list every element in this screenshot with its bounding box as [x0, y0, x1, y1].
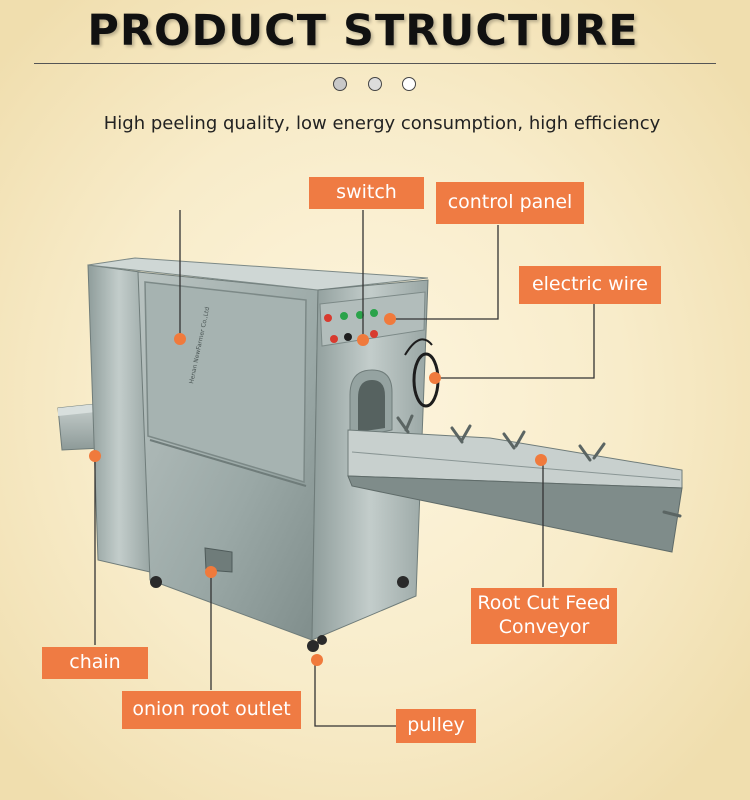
- title-divider: [34, 63, 716, 64]
- caster-wheels: [150, 576, 409, 652]
- callout-markers: [89, 313, 547, 666]
- label-onion-root-outlet: onion root outlet: [122, 691, 301, 729]
- label-switch: switch: [309, 177, 424, 209]
- machine-top: [87, 257, 429, 291]
- callout-leader-lines: [94, 210, 595, 727]
- page-subtitle: High peeling quality, low energy consump…: [103, 113, 661, 134]
- page-title: PRODUCT STRUCTURE: [87, 6, 639, 56]
- label-chain: chain: [42, 647, 148, 679]
- carousel-dot-1[interactable]: [333, 77, 347, 91]
- label-control-panel: control panel: [436, 182, 584, 224]
- left-chute: [57, 403, 103, 451]
- carousel-dot-3[interactable]: [402, 77, 416, 91]
- carousel-dot-2[interactable]: [368, 77, 382, 91]
- label-pulley: pulley: [396, 709, 476, 743]
- control-buttons: [324, 309, 378, 343]
- machine-front-body: Henan NewFarmer Co.,Ltd: [137, 271, 319, 641]
- label-root-cut-feed-conveyor: Root Cut Feed Conveyor: [471, 588, 617, 644]
- feed-conveyor: [347, 414, 683, 553]
- label-electric-wire: electric wire: [519, 266, 661, 304]
